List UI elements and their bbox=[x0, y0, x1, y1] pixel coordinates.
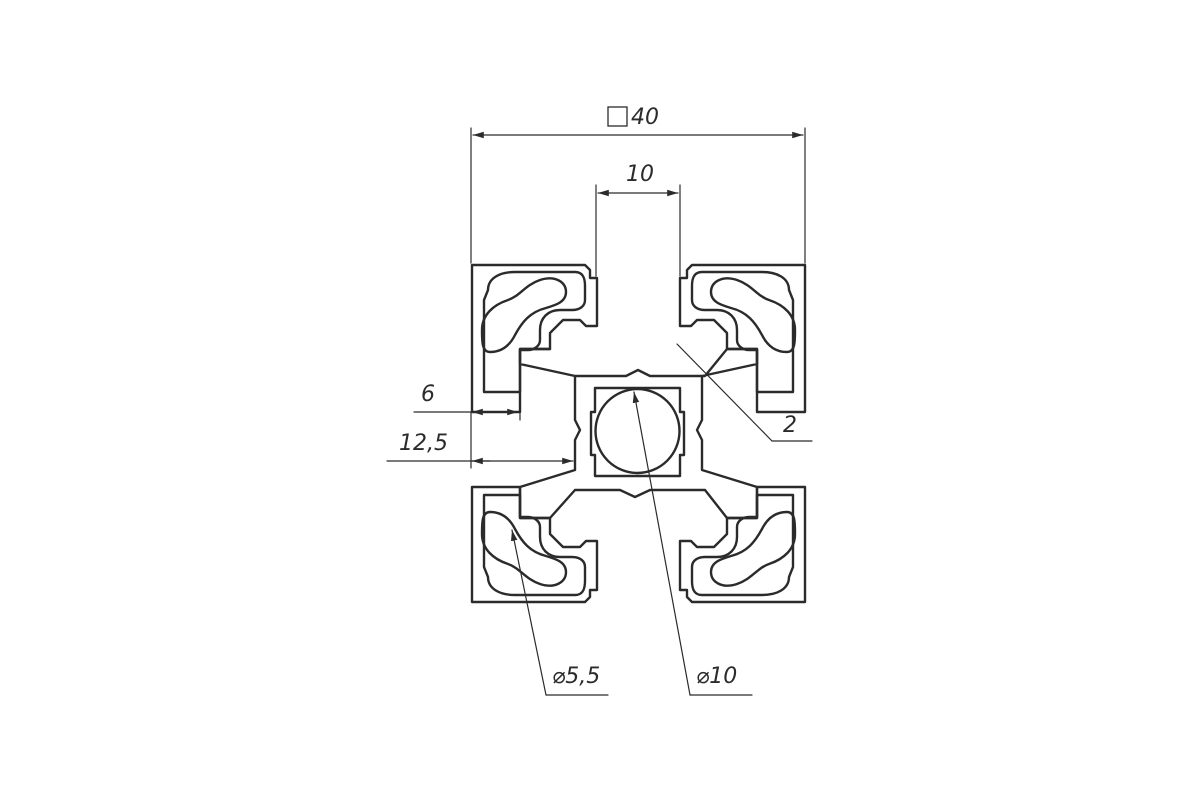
slot-depth-label: 6 bbox=[421, 382, 435, 407]
profile-center-core bbox=[589, 386, 686, 478]
profile-corner-bottom-right bbox=[678, 485, 807, 604]
dimension-slot-depth: 6 bbox=[413, 382, 521, 421]
profile-corner-bottom-left bbox=[470, 485, 599, 604]
center-bore bbox=[594, 387, 681, 475]
profile-inner-web bbox=[518, 347, 759, 520]
dimension-center-bore: ⌀10 bbox=[632, 391, 753, 696]
corner-hole-bottom-right bbox=[709, 510, 797, 587]
corner-chamber-top-left bbox=[482, 270, 587, 394]
profile-outer-contour bbox=[470, 263, 599, 414]
slot-width-label: 10 bbox=[626, 162, 654, 187]
profile-cross-section bbox=[470, 263, 807, 604]
corner-hole-top-right bbox=[709, 277, 797, 354]
dimension-groove-depth: 12,5 bbox=[386, 411, 574, 469]
corner-hole-top-left bbox=[480, 277, 568, 354]
groove-depth-label: 12,5 bbox=[399, 431, 448, 456]
corner-chamber-top-right bbox=[690, 270, 795, 394]
corner-hole-diameter-label: ⌀5,5 bbox=[552, 664, 600, 689]
corner-chamber-bottom-left bbox=[482, 493, 587, 597]
wall-thickness-label: 2 bbox=[783, 413, 797, 438]
center-bore-diameter-label: ⌀10 bbox=[696, 664, 737, 689]
dimension-wall-thickness: 2 bbox=[676, 343, 813, 442]
dimension-corner-hole: ⌀5,5 bbox=[511, 529, 609, 696]
dimension-slot-width: 10 bbox=[595, 162, 681, 277]
corner-hole-bottom-left bbox=[480, 510, 568, 587]
square-symbol-icon bbox=[607, 106, 628, 127]
overall-width-label: 40 bbox=[631, 105, 659, 130]
dimension-overall-width: 40 bbox=[470, 105, 806, 264]
profile-corner-top-right bbox=[678, 263, 807, 414]
corner-chamber-bottom-right bbox=[690, 493, 795, 597]
